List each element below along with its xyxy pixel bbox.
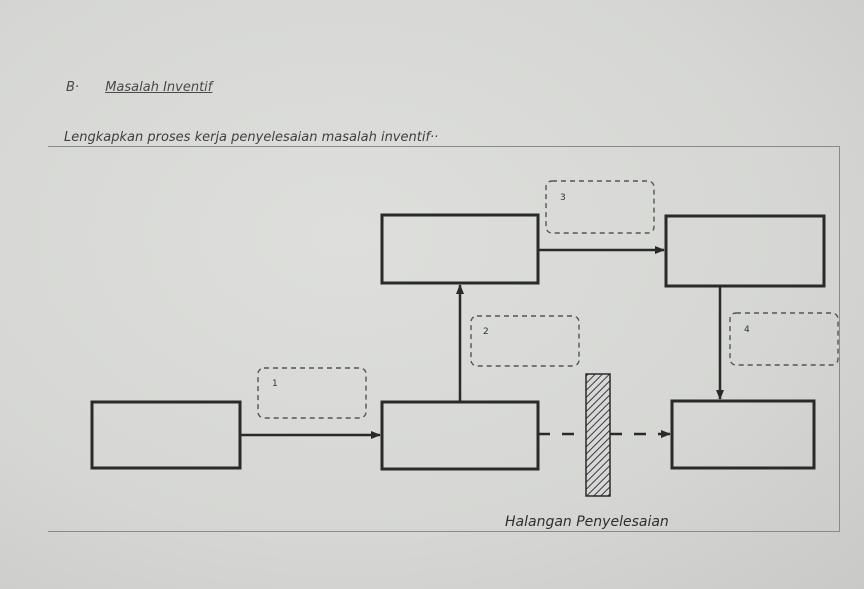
section-number: B· (66, 80, 80, 95)
diagram-frame (48, 146, 840, 532)
placeholder-2-label: 2 (483, 327, 489, 337)
solution-barrier (585, 373, 611, 497)
barrier-caption: Halangan Penyelesaian (505, 514, 669, 530)
process-box-top-left (380, 213, 540, 285)
section-title: Masalah Inventif (105, 80, 213, 95)
process-box-middle (380, 400, 540, 471)
process-box-end (670, 399, 816, 470)
section-heading: B· Masalah Inventif (66, 80, 212, 95)
placeholder-1-label: 1 (272, 379, 278, 389)
placeholder-4: 4 (729, 312, 839, 366)
process-box-start (90, 400, 242, 470)
placeholder-3: 3 (545, 180, 655, 234)
placeholder-1: 1 (257, 367, 367, 419)
instruction-text: Lengkapkan proses kerja penyelesaian mas… (64, 130, 439, 145)
placeholder-4-label: 4 (744, 325, 750, 335)
placeholder-2: 2 (470, 315, 580, 367)
process-box-top-right (664, 214, 826, 288)
placeholder-3-label: 3 (560, 193, 566, 203)
